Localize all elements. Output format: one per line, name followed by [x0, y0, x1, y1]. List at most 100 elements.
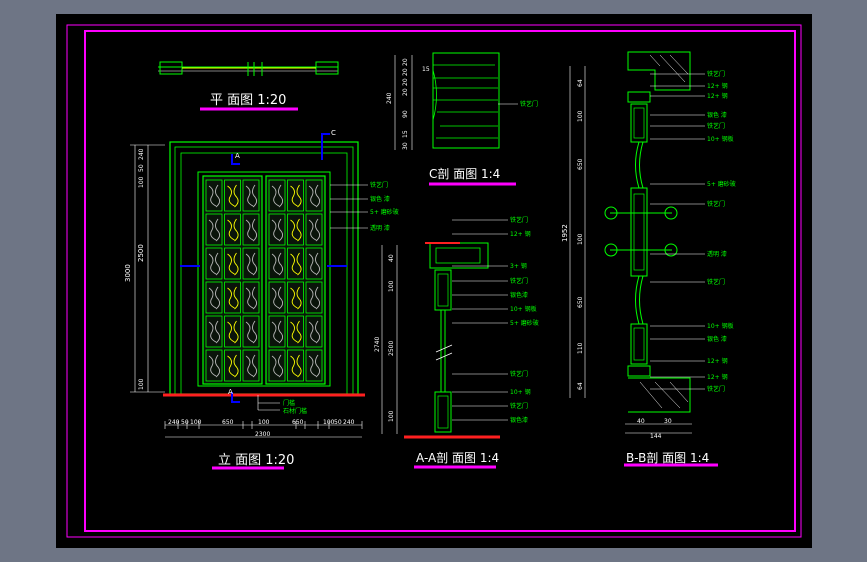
sec-b-dim-5: 110	[577, 342, 584, 354]
ornament-scroll	[227, 252, 239, 276]
ornament-scroll	[271, 184, 284, 208]
outer-border	[66, 24, 802, 538]
elev-note-2: 5+ 磨砂玻	[370, 208, 399, 216]
elev-dim-b0: 240	[168, 419, 180, 426]
sec-b-note-1: 12+ 钢	[707, 82, 728, 90]
elev-dim-b4: 100	[258, 419, 270, 426]
sec-c-dim-7: 30	[402, 142, 409, 150]
sec-a-note-5: 10+ 钢板	[510, 305, 537, 313]
door-panel	[224, 281, 241, 314]
sec-a-note-3: 铁艺门	[510, 277, 528, 285]
elev-dim-b2: 100	[190, 419, 202, 426]
door-panel	[287, 179, 304, 212]
sec-b-note-2: 12+ 钢	[707, 92, 728, 100]
ornament-scroll	[245, 184, 258, 208]
sec-b-dim-0: 64	[577, 79, 584, 87]
sec-c-note: 铁艺门	[520, 100, 538, 108]
sec-b-dim-bottom-1: 30	[664, 418, 672, 425]
ornament-scroll	[271, 218, 284, 242]
ornament-scroll	[208, 252, 221, 276]
door-panel	[287, 213, 304, 246]
section-a-view: 40 100 2500 2740 100 铁艺门 12+ 钢 3+ 钢 铁艺门 …	[374, 216, 539, 469]
ornament-scroll	[290, 320, 302, 344]
door-panel	[268, 247, 286, 280]
sec-a-dim-3: 2740	[374, 337, 381, 352]
sec-b-dim-total: 1952	[561, 224, 569, 242]
door-panel	[242, 213, 260, 246]
sec-c-dim-top: 15	[422, 66, 430, 73]
sec-a-note-1: 12+ 钢	[510, 230, 531, 238]
sec-a-dim-2: 2500	[388, 341, 395, 356]
sec-c-dim-6: 15	[402, 130, 409, 138]
ornament-scroll	[227, 354, 239, 378]
sec-a-dim-4: 100	[388, 410, 395, 422]
elev-dim-top-c: 240	[138, 148, 145, 160]
door-handle-knob	[664, 206, 678, 220]
sec-b-dim-bottom-0: 40	[637, 418, 645, 425]
door-panel	[224, 349, 241, 382]
elevation-view: A A C 3000 2500 100 50 240 100 240 50 10…	[124, 129, 399, 470]
door-panel	[305, 179, 323, 212]
door-panel	[205, 179, 223, 212]
elev-dim-bottom: 100	[138, 378, 145, 390]
door-panel	[268, 315, 286, 348]
ornament-scroll	[271, 252, 284, 276]
door-panel	[205, 315, 223, 348]
door-panel	[205, 349, 223, 382]
sec-a-dim-1: 100	[388, 280, 395, 292]
door-panel	[205, 281, 223, 314]
door-panel	[268, 349, 286, 382]
sec-a-note-4: 银色漆	[510, 291, 528, 299]
sec-c-dim-2: 20	[402, 78, 409, 86]
elev-note-1: 银色 漆	[370, 195, 390, 203]
ornament-scroll	[208, 320, 221, 344]
marker-a-bottom: A	[228, 388, 233, 396]
ornament-scroll	[227, 286, 239, 310]
section-a-title: A-A剖 面图 1:4	[416, 451, 499, 465]
sec-c-dim-5: 90	[402, 110, 409, 118]
ornament-scroll	[227, 184, 239, 208]
ornament-scroll	[271, 354, 284, 378]
sec-a-note-10: 银色漆	[510, 416, 528, 424]
sec-b-dim-4: 650	[577, 296, 584, 308]
door-leaf-right	[265, 175, 326, 385]
ornament-scroll	[308, 320, 321, 344]
ornament-scroll	[290, 354, 302, 378]
sec-a-dim-0: 40	[388, 254, 395, 262]
elev-dim-b6: 100	[323, 419, 335, 426]
sec-b-note-7: 铁艺门	[707, 200, 725, 208]
sec-c-dim-0: 20	[402, 58, 409, 66]
ornament-scroll	[208, 286, 221, 310]
elev-dim-b7: 50	[334, 419, 342, 426]
sec-b-dim-6: 64	[577, 382, 584, 390]
plan-view: 平 面图 1:20	[158, 61, 339, 111]
sec-b-note-0: 铁艺门	[707, 70, 725, 78]
door-panel	[242, 247, 260, 280]
ornament-scroll	[290, 252, 302, 276]
drawing-sheet	[56, 14, 812, 548]
elev-note-bottom-0: 门槛	[283, 399, 295, 407]
elev-dim-total-height: 3000	[124, 264, 132, 282]
ornament-scroll	[308, 218, 321, 242]
door-panel	[287, 349, 304, 382]
ornament-scroll	[308, 286, 321, 310]
door-panel	[305, 213, 323, 246]
elev-note-bottom-1: 石材门槛	[283, 407, 307, 415]
door-panel	[224, 179, 241, 212]
door-panel	[224, 247, 241, 280]
sec-a-note-6: 5+ 磨砂玻	[510, 319, 539, 327]
marker-a-top: A	[235, 152, 240, 160]
door-panel	[287, 281, 304, 314]
sec-b-note-6: 5+ 磨砂玻	[707, 180, 736, 188]
sec-a-note-8: 10+ 钢	[510, 388, 531, 396]
door-panel	[224, 315, 241, 348]
ornament-scroll	[271, 286, 284, 310]
door-panel	[287, 247, 304, 280]
sec-b-note-10: 10+ 钢板	[707, 322, 734, 330]
ornament-scroll	[208, 184, 221, 208]
sec-b-note-11: 银色 漆	[707, 335, 727, 343]
ornament-scroll	[227, 218, 239, 242]
ornament-scroll	[208, 218, 221, 242]
elev-dim-total-width: 2300	[255, 431, 270, 438]
elev-note-3: 透明 漆	[370, 224, 390, 232]
